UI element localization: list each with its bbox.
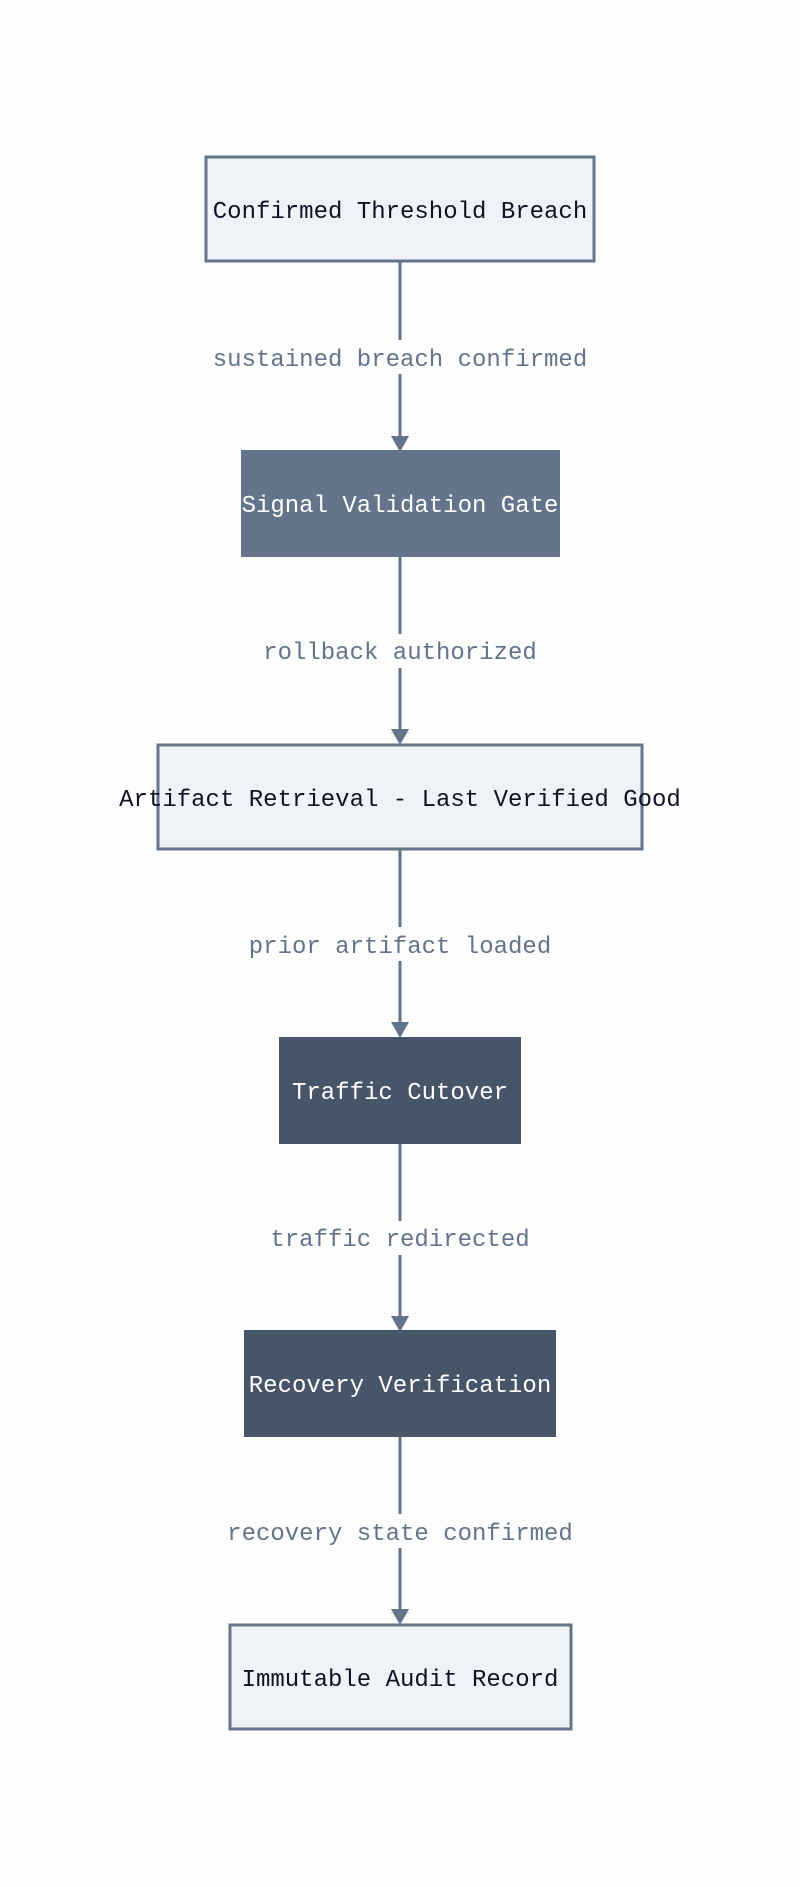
edge-verification-to-audit: recovery state confirmed [210, 1436, 590, 1625]
edge-gate-to-retrieval: rollback authorized [250, 556, 550, 745]
node-box [244, 1330, 556, 1437]
node-artifact-retrieval[interactable]: Artifact Retrieval - Last Verified Good [119, 743, 681, 851]
edge-label: traffic redirected [270, 1227, 529, 1254]
arrow-head-icon [391, 1022, 409, 1038]
node-label: Traffic Cutover [292, 1080, 508, 1107]
node-label: Signal Validation Gate [242, 493, 559, 520]
edge-label: recovery state confirmed [227, 1521, 573, 1548]
node-signal-validation-gate[interactable]: Signal Validation Gate [241, 450, 560, 557]
edge-label: rollback authorized [263, 640, 537, 667]
arrow-head-icon [391, 1316, 409, 1332]
edge-cutover-to-verification: traffic redirected [255, 1143, 545, 1332]
node-label: Immutable Audit Record [242, 1667, 559, 1694]
edge-label: prior artifact loaded [249, 934, 551, 961]
node-box [279, 1037, 521, 1144]
edge-label: sustained breach confirmed [213, 347, 587, 374]
arrow-head-icon [391, 729, 409, 745]
arrow-head-icon [391, 436, 409, 452]
node-box [156, 743, 644, 851]
edge-label-background [250, 634, 550, 668]
node-box [241, 450, 560, 557]
node-traffic-cutover[interactable]: Traffic Cutover [279, 1037, 521, 1144]
edge-label-background [200, 340, 600, 374]
node-label: Recovery Verification [249, 1373, 551, 1400]
edge-label-background [235, 927, 565, 961]
edge-breach-to-gate: sustained breach confirmed [200, 262, 600, 452]
node-recovery-verification[interactable]: Recovery Verification [244, 1330, 556, 1437]
arrow-head-icon [391, 1609, 409, 1625]
node-immutable-audit-record[interactable]: Immutable Audit Record [228, 1623, 573, 1731]
node-box [228, 1623, 573, 1731]
node-label: Artifact Retrieval - Last Verified Good [119, 787, 681, 814]
edge-label-background [255, 1221, 545, 1255]
node-box [204, 155, 596, 263]
node-label: Confirmed Threshold Breach [213, 199, 587, 226]
node-confirmed-threshold-breach[interactable]: Confirmed Threshold Breach [204, 155, 596, 263]
edge-label-background [210, 1514, 590, 1548]
edge-retrieval-to-cutover: prior artifact loaded [235, 849, 565, 1038]
